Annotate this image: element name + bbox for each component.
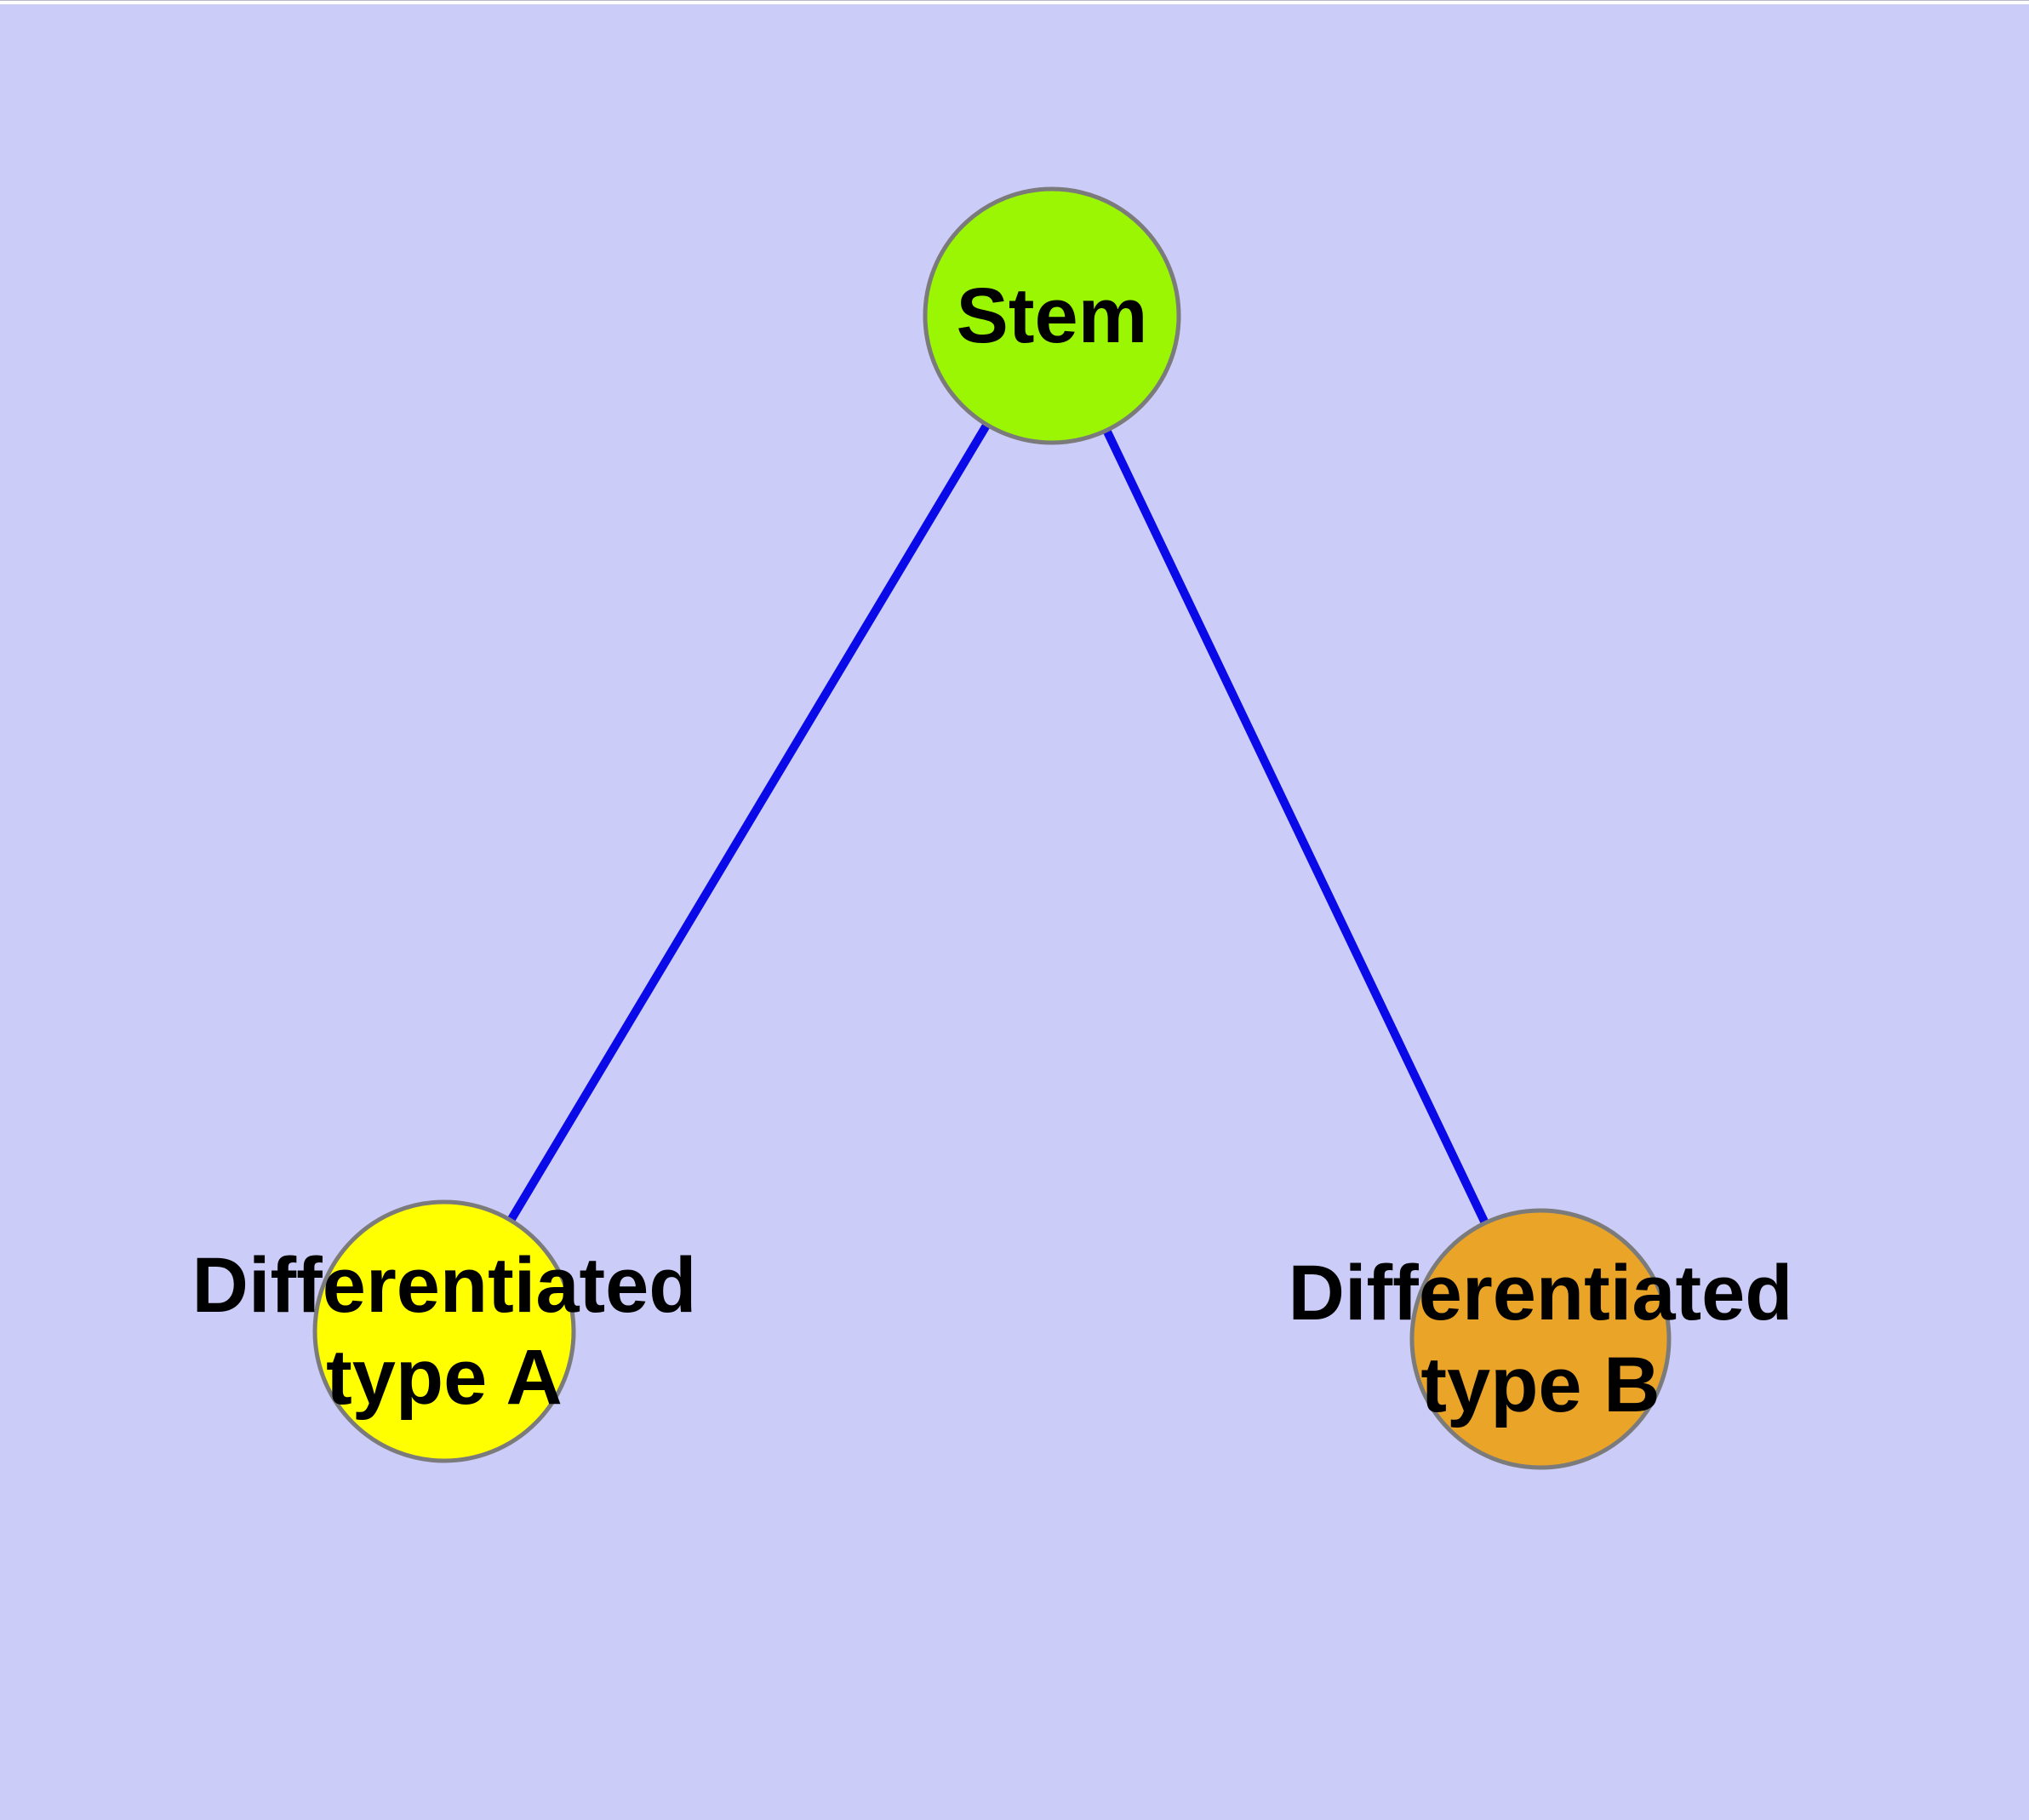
node-label-differentiated-type-a-line-2: type A [326,1334,563,1421]
node-label-differentiated-type-a-line-1: Differentiated [192,1242,697,1329]
edge-stem-differentiated-type-a [440,313,1056,1334]
edges-layer [440,313,1545,1342]
node-label-differentiated-type-b-line-2: type B [1420,1342,1660,1428]
node-label-stem: Stem [957,272,1148,359]
node-differentiated-type-a [312,1199,576,1463]
nodes-layer [312,186,1672,1470]
node-differentiated-type-b [1409,1208,1672,1470]
edge-stem-differentiated-type-b [1048,313,1545,1342]
node-stem [923,186,1181,445]
node-label-differentiated-type-b-line-1: Differentiated [1289,1250,1793,1336]
top-margin-strip [0,0,2029,4]
